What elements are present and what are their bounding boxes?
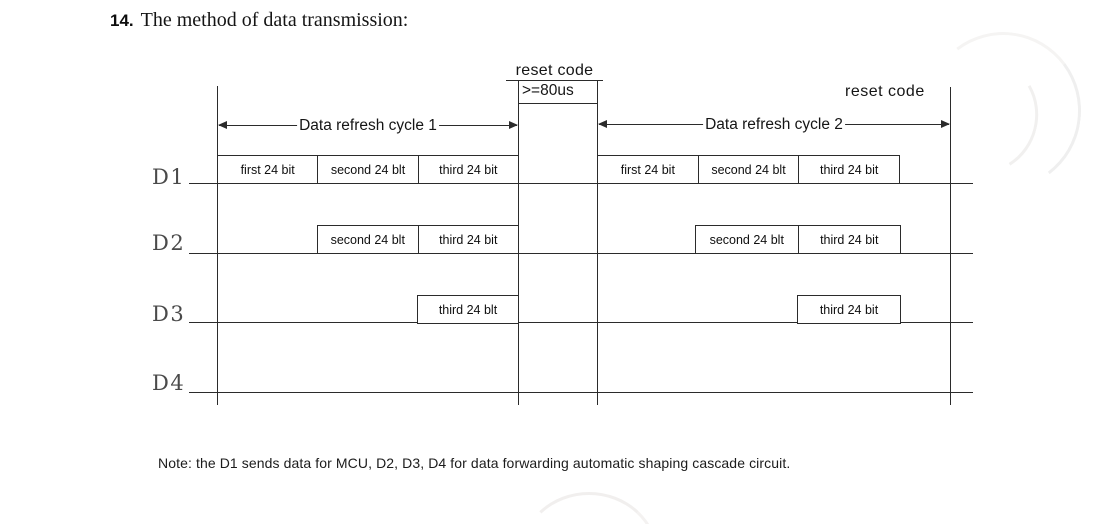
row-baseline-d1 — [189, 183, 973, 184]
cycle2-span-arrow: Data refresh cycle 2 — [598, 116, 950, 133]
d3-cycle1-cell-third: third 24 blt — [438, 302, 498, 317]
cycle1-span-arrow: Data refresh cycle 1 — [218, 117, 518, 134]
d2-cycle1-cell-second: second 24 blt — [330, 232, 405, 247]
cycle2-arrowhead-left-icon — [598, 120, 607, 128]
row-label-d2: D2 — [152, 231, 186, 255]
d3-cycle1-cells: third 24 blt — [417, 295, 519, 324]
section-title: 14. The method of data transmission: — [110, 9, 408, 32]
d1-cycle1-cell-second: second 24 blt — [317, 156, 417, 183]
reset-code-top-label: reset code — [506, 61, 603, 81]
cycle1-arrowhead-left-icon — [218, 121, 227, 129]
reset-gap-end-line — [597, 80, 598, 405]
watermark-arc-bottom — [520, 492, 658, 524]
row-baseline-d2 — [189, 253, 973, 254]
note-text: Note: the D1 sends data for MCU, D2, D3,… — [158, 455, 791, 471]
d1-cycle2-cell-first: first 24 bit — [620, 162, 675, 177]
section-number: 14. — [110, 11, 134, 30]
reset-code-duration-box: >=80us — [518, 80, 598, 104]
cycle1-label: Data refresh cycle 1 — [297, 117, 439, 134]
d1-cycle1-cell-first: first 24 bit — [240, 162, 295, 177]
cycle1-arrowhead-right-icon — [509, 121, 518, 129]
cycle1-start-line — [217, 86, 218, 405]
cycle2-arrowhead-right-icon — [941, 120, 950, 128]
d2-cycle2-cell-second: second 24 blt — [709, 232, 784, 247]
row-label-d3: D3 — [152, 302, 186, 326]
row-label-d1: D1 — [152, 165, 186, 189]
d1-cycle1-cell-third: third 24 bit — [417, 156, 518, 183]
d1-cycle2-cell-third: third 24 bit — [798, 156, 899, 183]
cycle2-label: Data refresh cycle 2 — [703, 116, 845, 133]
cycle2-end-line — [950, 87, 951, 405]
d2-cycle2-cell-third: third 24 bit — [797, 226, 901, 253]
d2-cycle1-cells: second 24 blt third 24 bit — [317, 225, 519, 254]
d1-cycle2-cells: first 24 bit second 24 blt third 24 bit — [597, 155, 900, 184]
d1-cycle1-cells: first 24 bit second 24 blt third 24 bit — [217, 155, 519, 184]
d2-cycle2-cells: second 24 blt third 24 bit — [695, 225, 901, 254]
section-title-text: The method of data transmission: — [140, 9, 409, 31]
row-baseline-d3 — [189, 322, 973, 323]
reset-code-right-label: reset code — [845, 83, 925, 100]
row-baseline-d4 — [189, 392, 973, 393]
d2-cycle1-cell-third: third 24 bit — [417, 226, 519, 253]
row-label-d4: D4 — [152, 371, 186, 395]
d3-cycle2-cells: third 24 bit — [797, 295, 901, 324]
d1-cycle2-cell-second: second 24 blt — [697, 156, 799, 183]
d3-cycle2-cell-third: third 24 bit — [819, 302, 879, 317]
